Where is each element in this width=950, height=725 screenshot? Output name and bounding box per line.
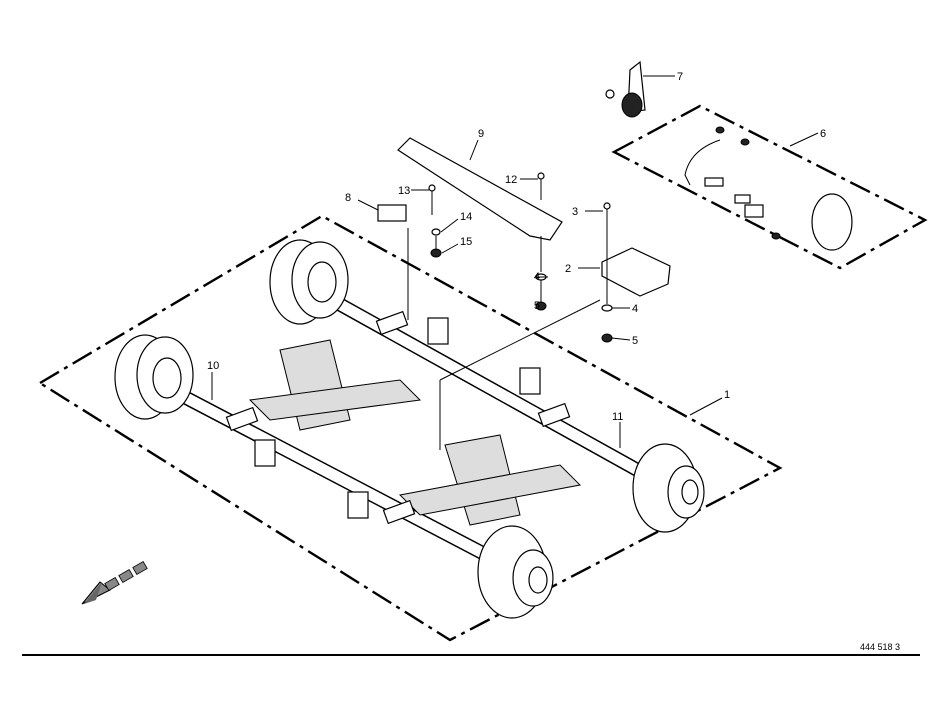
abs-ring-sensor <box>684 126 853 251</box>
callout-5a: 5 <box>534 300 540 312</box>
callout-8: 8 <box>345 192 351 204</box>
drawing-number: 444 518 3 <box>860 642 900 652</box>
callout-6: 6 <box>820 128 826 140</box>
direction-arrow-icon <box>81 560 148 605</box>
callout-3: 3 <box>572 206 578 218</box>
slack-adjuster <box>605 60 646 118</box>
callout-11: 11 <box>612 411 623 423</box>
brake-group-frame <box>611 104 928 270</box>
callout-5b: 5 <box>632 335 638 347</box>
callout-15: 15 <box>460 236 472 248</box>
callout-14: 14 <box>460 211 472 223</box>
leader-lines <box>211 75 819 450</box>
axle-group-frame <box>37 214 783 642</box>
callout-7: 7 <box>677 71 683 83</box>
callout-9: 9 <box>478 128 484 140</box>
suspension-springs <box>225 310 582 526</box>
callout-13: 13 <box>398 185 410 197</box>
bracket-small <box>377 204 407 222</box>
bracket-large <box>601 247 671 297</box>
callout-2: 2 <box>565 263 571 275</box>
callout-12: 12 <box>505 174 517 186</box>
front-axle <box>114 334 554 619</box>
rear-axle <box>269 239 705 533</box>
callout-1: 1 <box>724 389 730 401</box>
fasteners <box>428 172 613 343</box>
callout-4a: 4 <box>534 271 540 283</box>
callout-4b: 4 <box>632 303 638 315</box>
cross-beam <box>397 137 563 241</box>
callout-10: 10 <box>207 360 219 372</box>
